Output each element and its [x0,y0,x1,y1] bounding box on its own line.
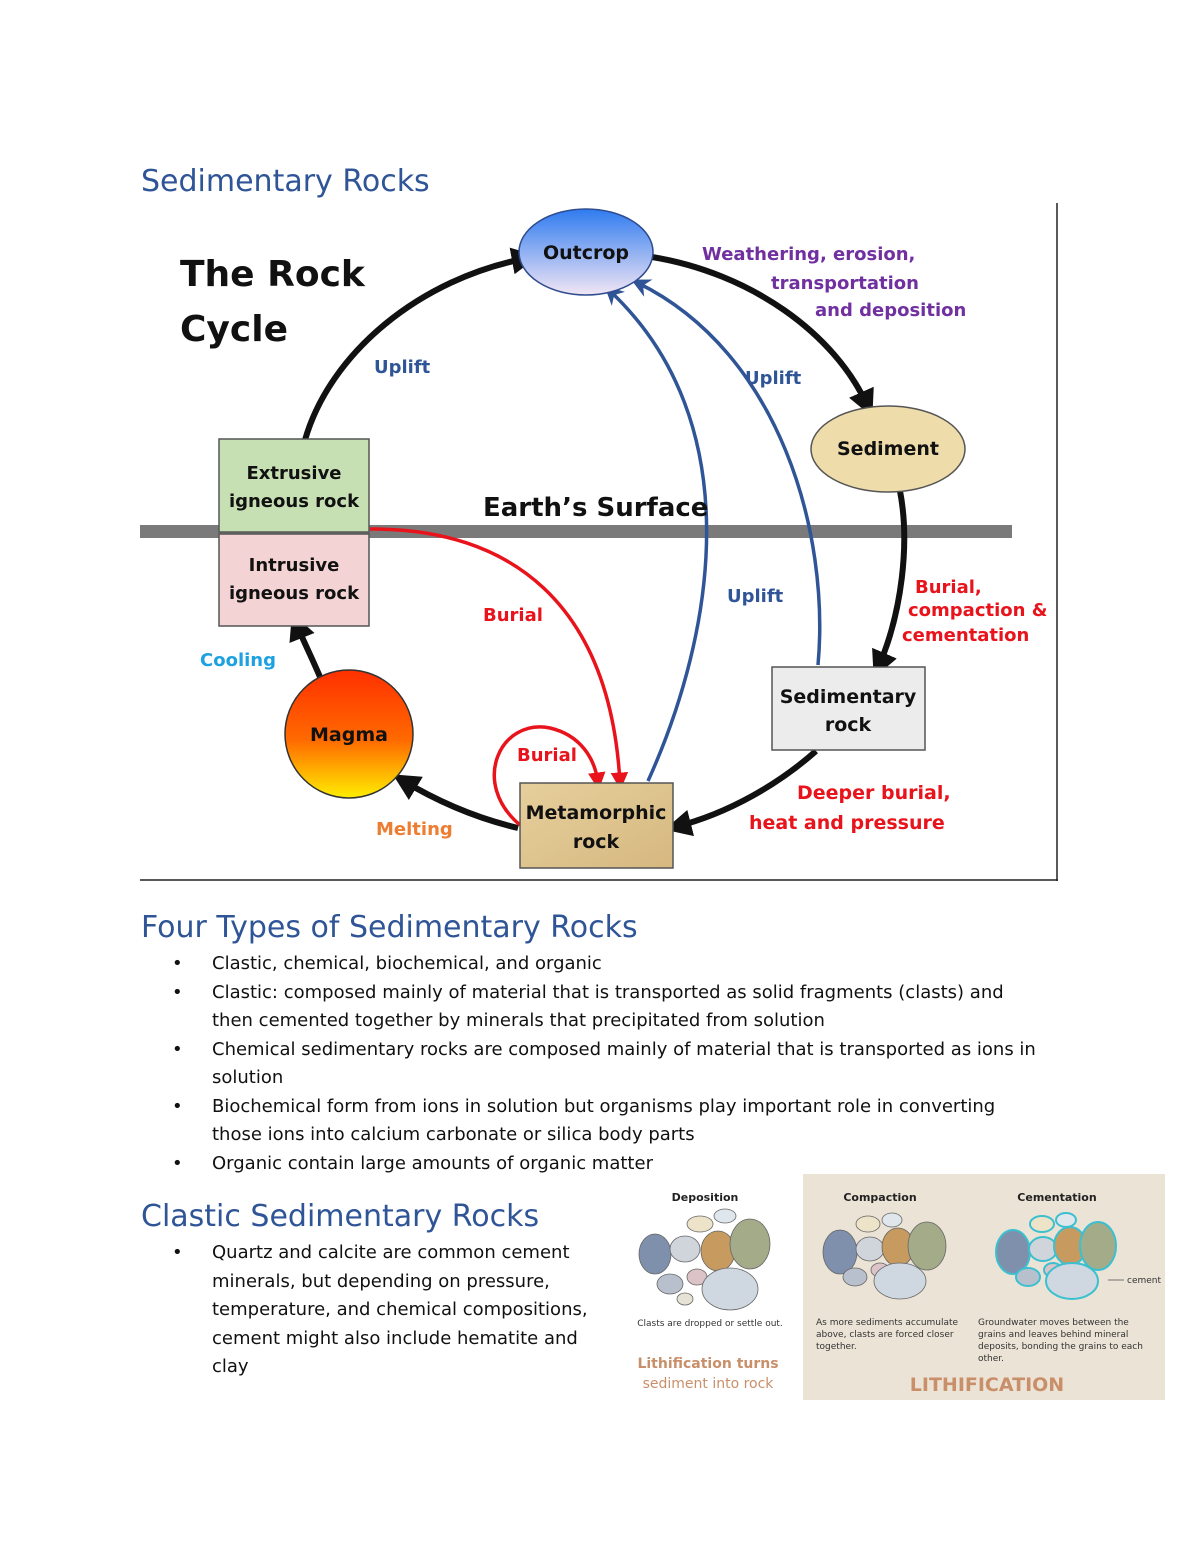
sediment-node [810,405,966,493]
deposition-caption: Clasts are dropped or settle out. [637,1319,783,1329]
list-item: Clastic: composed mainly of material tha… [170,979,1050,1036]
arrow-sediment-to-sedimentary-rock [872,490,908,678]
heading-four-types: Four Types of Sedimentary Rocks [141,910,638,945]
cementation-caption-2: grains and leaves behind mineral [978,1330,1128,1340]
magma-label: Magma [310,724,388,746]
cementation-caption-1: Groundwater moves between the [978,1318,1129,1328]
heading-sedimentary-rocks: Sedimentary Rocks [141,164,430,199]
lithification-panel [803,1174,1165,1400]
compaction-caption-3: together. [816,1342,857,1352]
burial-compaction-label-1: Burial, [915,577,982,598]
weathering-label-2: transportation [771,273,919,294]
extrusive-label-1: Extrusive [246,463,341,484]
arrow-sedimentary-to-metamorphic [664,748,818,837]
arrow-uplift-sedimentary-to-outcrop [631,279,822,666]
weathering-label-3: and deposition [815,300,966,321]
metamorphic-rock-node [519,782,674,869]
earth-surface-label: Earth’s Surface [483,493,708,523]
metamorphic-rock-label-2: rock [573,831,620,853]
intrusive-igneous-node [218,533,370,627]
sedimentary-rock-label-1: Sedimentary [780,686,917,708]
uplift-label-middle: Uplift [727,586,784,607]
outcrop-node [518,208,654,296]
compaction-caption-2: above, clasts are forced closer [816,1330,954,1340]
cementation-title: Cementation [1017,1191,1096,1204]
arrow-outcrop-to-sediment [651,254,874,417]
cementation-grains [995,1212,1117,1300]
intrusive-label-2: igneous rock [229,583,360,604]
list-item: Organic contain large amounts of organic… [170,1150,1050,1179]
rock-cycle-diagram: Outcrop Sediment Sedimentary rock Metamo… [140,203,1058,881]
weathering-label-1: Weathering, erosion, [702,244,915,265]
sediment-label: Sediment [837,438,939,460]
lithification-turns-1: Lithification turns [637,1356,778,1372]
compaction-grains [822,1212,947,1300]
sedimentary-rock-label-2: rock [825,714,872,736]
lithification-banner: LITHIFICATION [910,1374,1064,1396]
list-item: Clastic, chemical, biochemical, and orga… [170,950,1050,979]
burial-compaction-label-2: compaction & [908,600,1047,621]
arrow-magma-to-intrusive [289,612,323,679]
magma-node [284,669,414,799]
cementation-caption-4: other. [978,1354,1004,1364]
arrow-uplift-metamorphic-to-outcrop [604,285,709,782]
lithification-figure: Deposition Clasts are dropped or settle … [637,1174,1165,1400]
deeper-burial-label-2: heat and pressure [749,812,945,834]
extrusive-igneous-node [218,438,370,533]
lithification-turns-2: sediment into rock [643,1376,775,1392]
burial-label-upper: Burial [483,605,543,626]
deposition-title: Deposition [672,1191,739,1204]
four-types-list: Clastic, chemical, biochemical, and orga… [170,950,1050,1178]
list-item: Quartz and calcite are common cement min… [170,1239,590,1382]
compaction-title: Compaction [843,1191,916,1204]
sedimentary-rock-node [771,666,926,751]
list-item: Chemical sedimentary rocks are composed … [170,1036,1050,1093]
compaction-caption-1: As more sediments accumulate [816,1318,959,1328]
arrow-uplift-to-outcrop [302,247,539,441]
cement-label: cement [1127,1276,1161,1286]
heading-clastic: Clastic Sedimentary Rocks [141,1199,540,1234]
burial-label-lower: Burial [517,745,577,766]
deposition-grains [638,1208,771,1311]
outcrop-label: Outcrop [543,242,629,264]
deeper-burial-label-1: Deeper burial, [797,782,951,804]
arrow-metamorphic-to-magma [392,774,519,831]
rock-cycle-title-1: The Rock [180,254,366,295]
cementation-caption-3: deposits, bonding the grains to each [978,1342,1143,1352]
rock-cycle-title-2: Cycle [180,309,288,350]
cooling-label: Cooling [200,650,276,671]
intrusive-label-1: Intrusive [249,555,340,576]
list-item: Biochemical form from ions in solution b… [170,1093,1050,1150]
arrow-burial-igneous-to-metamorphic [369,527,629,790]
extrusive-label-2: igneous rock [229,491,360,512]
metamorphic-rock-label-1: Metamorphic [526,802,667,824]
melting-label: Melting [376,819,453,840]
uplift-label-right: Uplift [745,368,802,389]
uplift-label-left: Uplift [374,357,431,378]
clastic-list: Quartz and calcite are common cement min… [170,1239,590,1382]
burial-compaction-label-3: cementation [902,625,1029,646]
arrow-burial-metamorphic-loop [492,725,606,827]
